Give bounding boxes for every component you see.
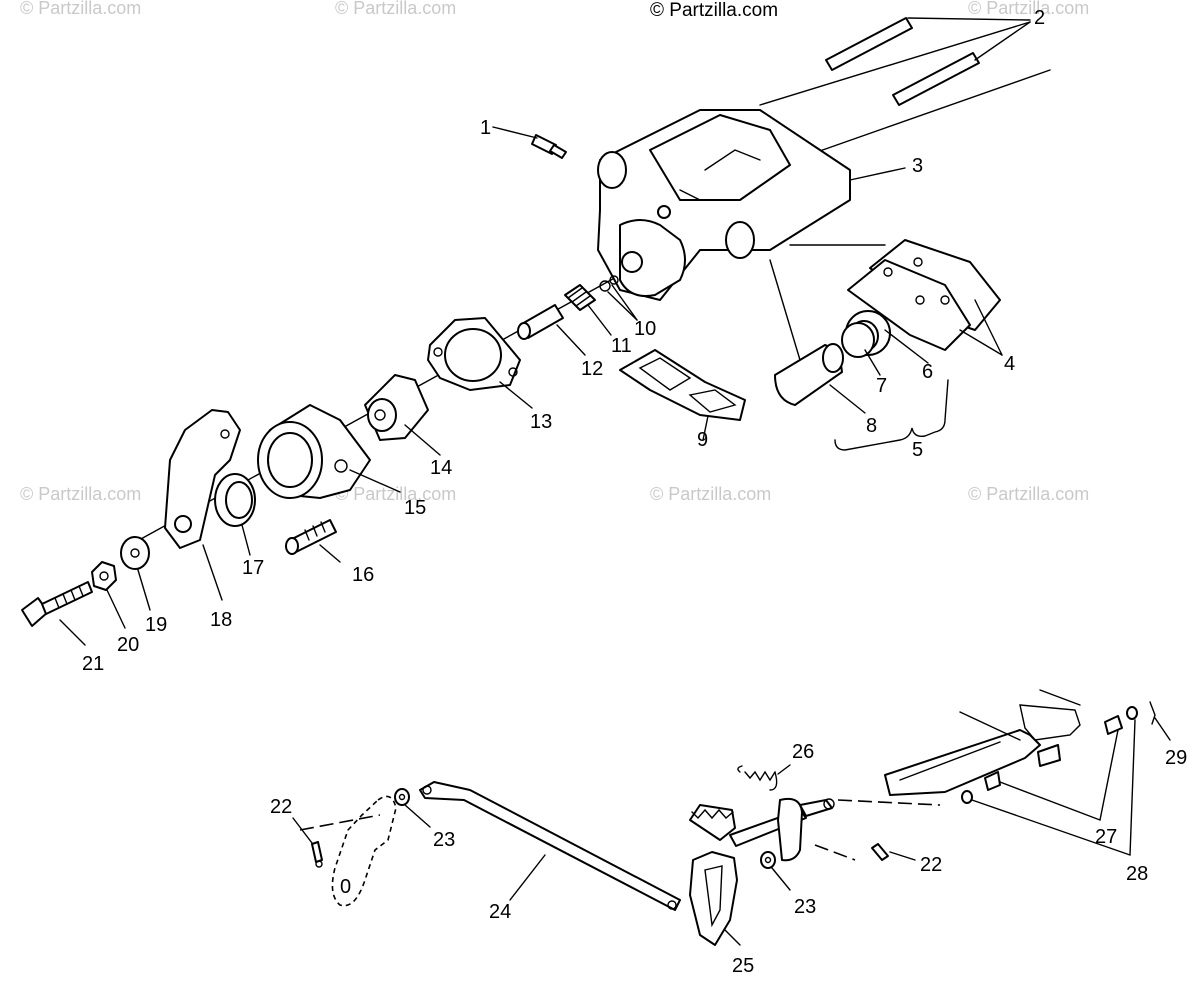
watermark-top: © Partzilla.com [650,0,778,21]
part-18-lever [164,409,241,549]
callout-6: 6 [922,361,933,383]
watermark: © Partzilla.com [335,484,456,504]
callout-5: 5 [912,439,923,461]
callout-15: 15 [404,497,426,519]
callout-7: 7 [876,375,887,397]
callout-8: 8 [866,415,877,437]
part-23-washer [394,788,410,806]
callout-29: 29 [1165,747,1187,769]
callout-10: 10 [634,318,656,340]
part-20-nut [91,561,117,591]
callout-16: 16 [352,564,374,586]
svg-text:0: 0 [340,876,351,898]
part-24-brake-rod [419,781,681,911]
part-19-washer [120,536,150,570]
callout-27: 27 [1095,826,1117,848]
watermark: © Partzilla.com [650,484,771,504]
callout-23-left: 23 [433,829,455,851]
watermark: © Partzilla.com [968,0,1089,18]
callout-21: 21 [82,653,104,675]
leader-lines-top [59,17,1031,646]
callout-3: 3 [912,155,923,177]
watermark: © Partzilla.com [968,484,1089,504]
part-13-gasket [427,317,521,391]
callout-1: 1 [480,117,491,139]
part-17-ring [214,473,256,527]
part-9-clip [619,349,746,421]
footrest-bracket [884,689,1156,804]
part-5-brace [834,379,949,451]
callout-9: 9 [697,429,708,451]
callout-14: 14 [430,457,452,479]
part-8-piston [774,343,844,406]
callout-labels: 1 2 3 4 5 6 7 8 9 10 11 12 13 14 15 16 1… [82,7,1187,977]
callout-2: 2 [1034,7,1045,29]
callout-11: 11 [611,335,632,357]
watermark: © Partzilla.com [20,0,141,18]
part-3-caliper-body [597,109,851,301]
part-6-7-seals [841,310,891,358]
callout-19: 19 [145,614,167,636]
callout-12: 12 [581,358,603,380]
callout-26: 26 [792,741,814,763]
watermark-layer: © Partzilla.com © Partzilla.com © Partzi… [20,0,1089,504]
part-22-cotter-pin [311,841,323,868]
callout-20: 20 [117,634,139,656]
part-15-housing [257,404,371,499]
part-4-pads [847,239,1001,351]
part-1-bleeder [531,134,567,159]
part-22-cotter-pin [871,843,889,861]
watermark: © Partzilla.com [20,484,141,504]
part-2-pins [825,17,980,106]
part-10-11-12-small [517,275,619,340]
callout-25: 25 [732,955,754,977]
ghost-lever-outline: 0 [299,795,397,907]
callout-24: 24 [489,901,511,923]
part-14-cam [364,374,429,441]
callout-22-right: 22 [920,854,942,876]
callout-28: 28 [1126,863,1148,885]
callout-13: 13 [530,411,552,433]
watermark: © Partzilla.com [335,0,456,18]
callout-17: 17 [242,557,264,579]
part-26-spring [737,765,778,791]
callout-4: 4 [1004,353,1015,375]
callout-23-right: 23 [794,896,816,918]
part-23-washer [760,851,776,869]
leader-lines-bottom [292,717,1171,946]
part-16-screw [285,519,337,555]
callout-18: 18 [210,609,232,631]
callout-22-left: 22 [270,796,292,818]
part-25-brake-pedal [689,797,941,946]
part-21-bolt [21,581,93,627]
